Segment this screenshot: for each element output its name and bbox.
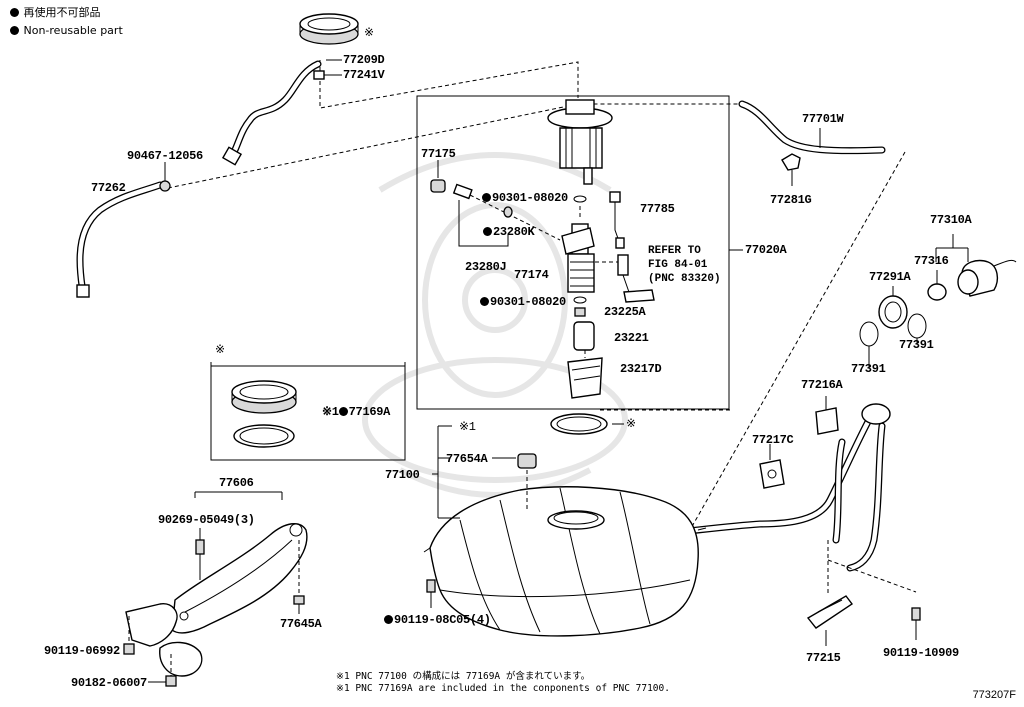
part-label-77020A[interactable]: 77020A (745, 243, 787, 257)
part-label-90119-06992[interactable]: 90119-06992 (44, 644, 120, 658)
pressure-regulator-23280J (452, 183, 473, 200)
legend-japanese: 再使用不可部品 (10, 6, 101, 19)
pump-top-flange (547, 99, 613, 185)
fuel-filter-23221 (573, 321, 595, 351)
refer-to-line-1: REFER TO (648, 245, 701, 257)
part-label-77217C[interactable]: 77217C (752, 433, 794, 447)
part-label-77215[interactable]: 77215 (806, 651, 841, 665)
harness-77785 (609, 191, 625, 249)
part-label-77316[interactable]: 77316 (914, 254, 949, 268)
bracket-77216A (815, 407, 839, 435)
part-label-77391-right[interactable]: 77391 (899, 338, 934, 352)
asterisk-mark-box: ※ (215, 343, 225, 357)
non-reusable-dot-icon (338, 407, 348, 416)
clip-77241V (313, 70, 342, 80)
cushion-77654A (517, 453, 537, 469)
o-ring-77316 (927, 283, 947, 301)
protector-77215 (806, 595, 854, 629)
sender-gauge (617, 254, 655, 303)
cushion-23225A (574, 307, 586, 317)
part-label-77645A[interactable]: 77645A (280, 617, 322, 631)
o-ring-23280K (503, 206, 513, 218)
non-reusable-dot-icon (384, 615, 393, 624)
filler-pipe-77201 (656, 403, 891, 572)
part-label-77291A[interactable]: 77291A (869, 270, 911, 284)
bracket-77217C (759, 459, 785, 489)
gasket-under-pump (550, 413, 608, 435)
hose-77209D (221, 60, 322, 166)
grommet-77175 (430, 179, 446, 193)
part-label-90301-08020-upper[interactable]: 90301-08020 (482, 191, 568, 205)
part-label-90119-10909[interactable]: 90119-10909 (883, 646, 959, 660)
bolt-90269 (195, 539, 205, 555)
part-label-90467-12056[interactable]: 90467-12056 (127, 149, 203, 163)
part-label-23280J[interactable]: 23280J (465, 260, 507, 274)
o-ring-90301b (573, 296, 587, 304)
hose-77701W (738, 100, 886, 155)
non-reusable-dot-icon (483, 227, 492, 236)
part-label-77606[interactable]: 77606 (219, 476, 254, 490)
part-label-23225A[interactable]: 23225A (604, 305, 646, 319)
part-label-77391-left[interactable]: 77391 (851, 362, 886, 376)
refer-to-line-2[interactable]: FIG 84-01 (648, 259, 708, 271)
sender-gasket-set-box (210, 365, 406, 461)
part-label-77654A[interactable]: 77654A (446, 452, 488, 466)
part-label-77241V[interactable]: 77241V (343, 68, 385, 82)
bolt-90182-06007 (165, 675, 177, 687)
asterisk-mark-gasket: ※ (626, 417, 636, 431)
part-label-77216A[interactable]: 77216A (801, 378, 843, 392)
footnote-japanese: ※1 PNC 77100 の構成には 77169A が含まれています。 (336, 671, 591, 682)
part-label-90119-08C05[interactable]: 90119-08C05(4) (384, 613, 491, 627)
part-label-77209D[interactable]: 77209D (343, 53, 385, 67)
non-reusable-dot-icon (480, 297, 489, 306)
part-label-77785[interactable]: 77785 (640, 202, 675, 216)
refer-to-line-3: (PNC 83320) (648, 273, 721, 285)
suction-filter-23217D (567, 357, 603, 399)
bolt-90119-08C05 (426, 579, 436, 593)
part-label-77281G[interactable]: 77281G (770, 193, 812, 207)
part-label-77701W[interactable]: 77701W (802, 112, 844, 126)
gasket-77391-a (907, 313, 927, 339)
part-label-77100[interactable]: 77100 (385, 468, 420, 482)
fuel-pump-77174 (561, 223, 595, 293)
clip-90467 (159, 180, 171, 192)
asterisk-mark-ring: ※ (364, 26, 374, 40)
nut-77645A (293, 595, 305, 605)
part-label-90269-05049[interactable]: 90269-05049(3) (158, 513, 255, 527)
legend-english: Non-reusable part (10, 24, 123, 37)
asterisk1-mark-tank: ※1 (459, 420, 476, 434)
part-label-77262[interactable]: 77262 (91, 181, 126, 195)
support-bracket-77606 (125, 523, 308, 677)
fuel-pump-assembly-box (416, 95, 730, 410)
retainer-ring-top (299, 13, 359, 45)
part-label-77174[interactable]: 77174 (514, 268, 549, 282)
clamp-77281G (781, 153, 801, 171)
gasket-box (233, 424, 295, 448)
fuel-tank-77100 (423, 486, 707, 637)
part-label-23221[interactable]: 23221 (614, 331, 649, 345)
part-label-77310A[interactable]: 77310A (930, 213, 972, 227)
watermark-emblem (362, 152, 628, 498)
o-ring-90301a (573, 195, 587, 203)
part-label-90182-06007[interactable]: 90182-06007 (71, 676, 147, 690)
gasket-77391-b (859, 321, 879, 347)
non-reusable-dot-icon (10, 26, 19, 35)
bolt-90119-06992 (123, 643, 135, 655)
retainer-ring-box (231, 380, 297, 414)
part-label-23280K[interactable]: 23280K (483, 225, 535, 239)
part-label-77175[interactable]: 77175 (421, 147, 456, 161)
footnote-english: ※1 PNC 77169A are included in the conpon… (336, 683, 670, 694)
figure-number: 773207F (972, 689, 1016, 701)
non-reusable-dot-icon (482, 193, 491, 202)
part-label-90301-08020-lower[interactable]: 90301-08020 (480, 295, 566, 309)
filler-neck-77291A (878, 295, 908, 329)
part-label-23217D[interactable]: 23217D (620, 362, 662, 376)
filler-cap-77310A (957, 259, 1017, 297)
bolt-90119-10909 (911, 607, 921, 621)
hose-77262 (76, 181, 164, 298)
non-reusable-dot-icon (10, 8, 19, 17)
